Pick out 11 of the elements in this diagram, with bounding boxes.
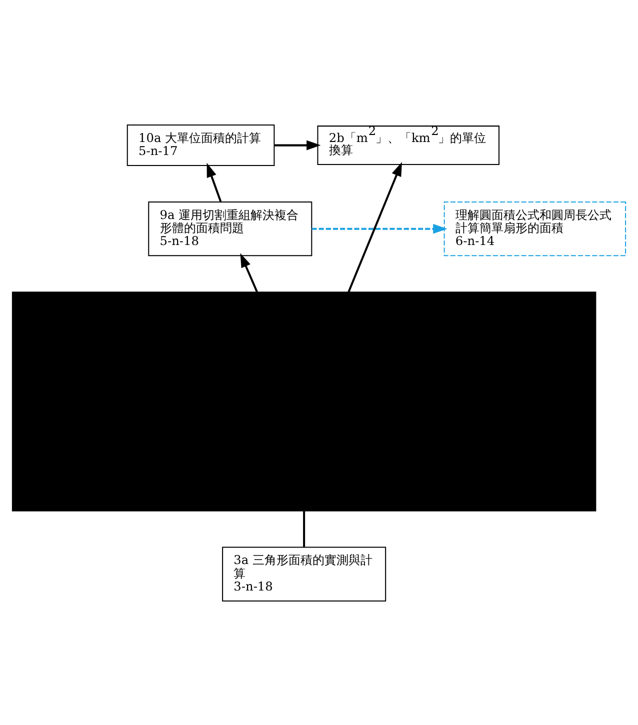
node-box: 理解圓面積公式和圓周長公式 計算簡單扇形的面積 6-n-14 — [444, 201, 626, 256]
node-box: 10a 大單位面積的計算 5-n-17 — [126, 124, 275, 166]
arrow — [312, 223, 448, 234]
node-box: 9a 運用切割重組解決複合形體的面積問題 5-n-18 — [148, 201, 312, 256]
arrow — [206, 162, 222, 202]
node-box — [12, 291, 596, 511]
arrow — [348, 161, 402, 292]
arrow — [274, 140, 321, 150]
arrow — [240, 252, 258, 292]
node-box: 3a 三角形面積的實測與計算 3-n-18 — [222, 546, 386, 601]
connector — [303, 510, 306, 547]
